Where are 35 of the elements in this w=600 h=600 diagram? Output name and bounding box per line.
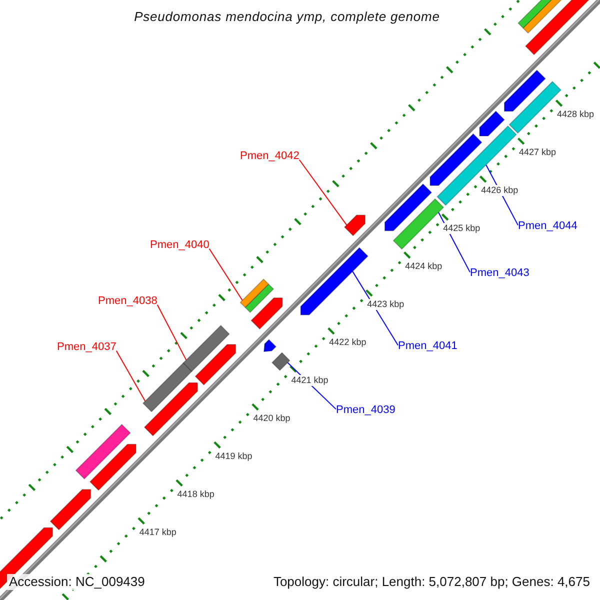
tick-label: 4426 kbp — [481, 185, 518, 196]
gene-block — [300, 247, 368, 316]
gene-label: Pmen_4041 — [398, 340, 458, 353]
tick-label: 4424 kbp — [405, 261, 442, 272]
gene-bar — [392, 198, 444, 250]
tick-label: 4423 kbp — [367, 299, 404, 310]
gene-label: Pmen_4037 — [57, 341, 116, 354]
gene-label: Pmen_4042 — [240, 150, 300, 163]
tick-label: 4420 kbp — [253, 412, 290, 424]
leader-line — [298, 159, 348, 226]
leader-line — [156, 304, 187, 361]
gene-label: Pmen_4038 — [98, 295, 158, 308]
tick-label: 4418 kbp — [177, 488, 214, 500]
genome-summary-text: Topology: circular; Length: 5,072,807 bp; Genes: 4,675 — [271, 574, 592, 590]
tick-label: 4417 kbp — [139, 526, 176, 538]
leader-line — [208, 248, 243, 301]
tick-label: 4422 kbp — [329, 337, 366, 348]
gene-bar — [240, 278, 270, 308]
gene-bar — [436, 125, 517, 206]
gene-label: Pmen_4043 — [470, 267, 530, 280]
tick-label: 4427 kbp — [519, 147, 556, 158]
gene-label: Pmen_4039 — [336, 404, 396, 417]
gene-block — [344, 214, 366, 236]
accession-text: Accession: NC_009439 — [7, 574, 147, 590]
map-title: Pseudomonas mendocina ymp, complete genome — [133, 9, 441, 24]
tick-label: 4419 kbp — [215, 450, 252, 462]
tick-label: 4425 kbp — [443, 223, 480, 234]
gene-bar — [142, 362, 192, 412]
gene-label: Pmen_4040 — [150, 239, 210, 252]
gene-bar — [272, 352, 290, 371]
gene-bar — [182, 324, 230, 372]
gene-label: Pmen_4044 — [518, 220, 578, 233]
tick-label: 4428 kbp — [557, 109, 594, 120]
tick-label: 4421 kbp — [291, 375, 328, 386]
leader-line — [116, 350, 146, 402]
